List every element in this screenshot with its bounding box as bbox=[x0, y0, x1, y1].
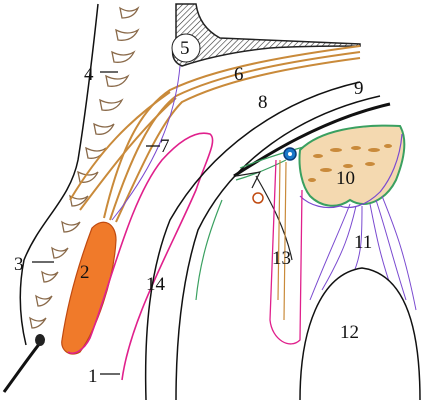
orbicularis-muscle bbox=[29, 6, 140, 329]
iris-pigment-strands bbox=[277, 159, 287, 321]
iris-posterior-edge bbox=[299, 133, 403, 209]
ciliary-muscle-lines bbox=[235, 171, 293, 261]
eyelid-skin-outline bbox=[19, 3, 99, 346]
leader-lines bbox=[32, 71, 160, 375]
label-2: 2 bbox=[80, 262, 90, 283]
label-10: 10 bbox=[336, 168, 355, 189]
orbital-bone bbox=[171, 3, 361, 67]
lens bbox=[299, 267, 421, 401]
label-14: 14 bbox=[146, 274, 166, 295]
label-5: 5 bbox=[180, 38, 190, 59]
palpebral-conjunctiva bbox=[67, 132, 214, 381]
label-4: 4 bbox=[84, 64, 94, 85]
iris-root-center bbox=[288, 152, 292, 156]
iris-pigment-band bbox=[269, 159, 303, 345]
label-7: 7 bbox=[160, 136, 170, 157]
label-12: 12 bbox=[340, 322, 359, 343]
label-3: 3 bbox=[14, 254, 24, 275]
canal-of-schlemm bbox=[252, 192, 264, 204]
eyelash bbox=[2, 337, 46, 393]
sclera-inner bbox=[175, 95, 381, 401]
muller-muscle bbox=[111, 65, 181, 221]
iris-stroma-texture bbox=[308, 144, 392, 182]
label-13: 13 bbox=[272, 248, 291, 269]
label-1: 1 bbox=[88, 366, 98, 387]
lid-margin-tip bbox=[35, 334, 45, 346]
levator-aponeurosis bbox=[69, 45, 361, 223]
label-11: 11 bbox=[354, 232, 372, 253]
label-8: 8 bbox=[258, 92, 268, 113]
sclera-outer bbox=[144, 81, 361, 401]
label-9: 9 bbox=[354, 78, 364, 99]
tarsal-plate bbox=[61, 221, 117, 355]
bone-marrow-region bbox=[171, 33, 201, 63]
choroid-line bbox=[233, 102, 391, 178]
label-6: 6 bbox=[234, 64, 244, 85]
